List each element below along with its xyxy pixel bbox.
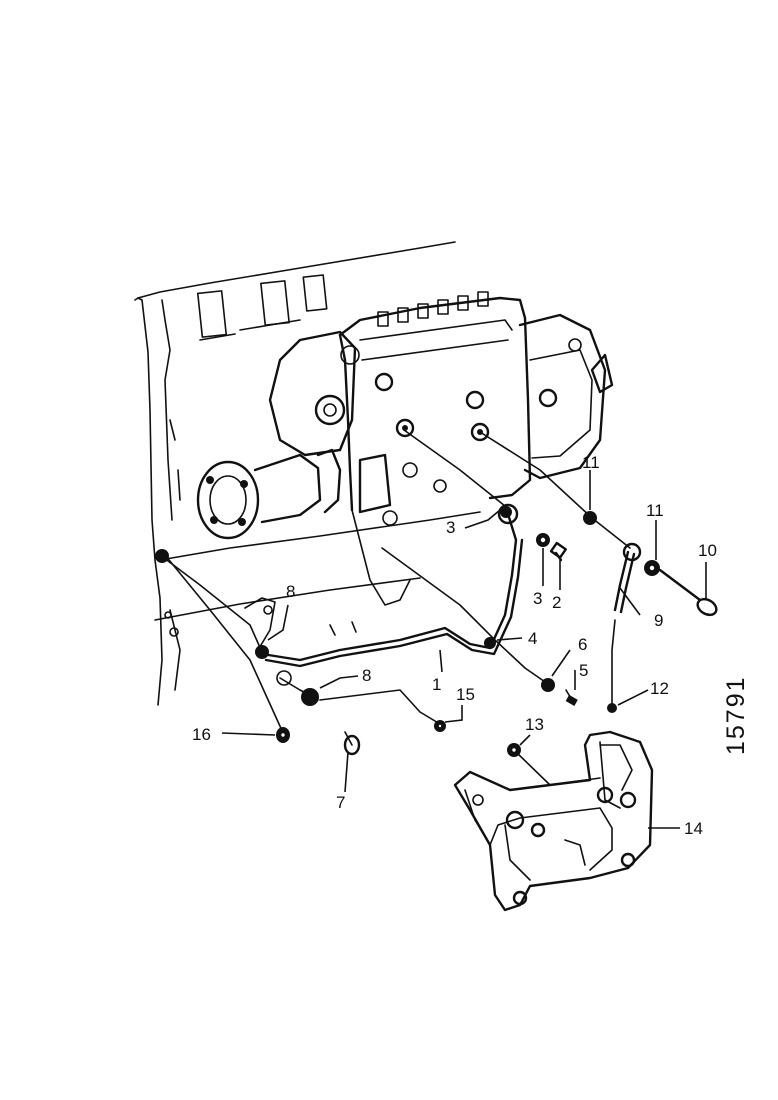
callout-11a: 11 (582, 453, 600, 472)
callout-11b: 11 (646, 501, 664, 520)
washer-3a (500, 506, 512, 518)
callout-labels: 1 2 3 3 4 5 6 7 8 8 9 10 11 11 12 13 14 … (192, 453, 717, 838)
callout-15: 15 (456, 685, 475, 704)
bolt-2 (549, 541, 567, 562)
callout-8b: 8 (362, 666, 371, 685)
callout-12: 12 (650, 679, 669, 698)
mounting-bracket-14 (453, 730, 654, 912)
callout-16: 16 (192, 725, 211, 744)
fasteners (155, 503, 718, 757)
leader-lines (221, 470, 707, 829)
injection-pump (196, 291, 614, 606)
bolt-15 (434, 720, 446, 732)
callout-13: 13 (525, 715, 544, 734)
nut-12 (607, 703, 617, 713)
fitting-8a (255, 645, 269, 659)
nut-6 (541, 678, 555, 692)
bolt-10 (658, 568, 718, 617)
reference-number: 15791 (722, 675, 750, 755)
pump-outlets (377, 291, 489, 327)
callout-6: 6 (578, 635, 587, 654)
callout-8a: 8 (286, 582, 295, 601)
callout-7: 7 (336, 793, 345, 812)
pipe-assembly (159, 429, 636, 786)
engine-block (134, 241, 481, 706)
bolt-7 (343, 731, 361, 756)
fitting-4 (484, 637, 496, 649)
fitting-8b (301, 688, 319, 706)
callout-10: 10 (698, 541, 717, 560)
callout-5: 5 (579, 661, 588, 680)
callout-1: 1 (432, 675, 441, 694)
callout-14: 14 (684, 819, 703, 838)
bolt-5 (565, 689, 578, 706)
washer-11a (583, 511, 597, 525)
callout-2: 2 (552, 593, 561, 612)
callout-3a: 3 (446, 518, 455, 537)
callout-3b: 3 (533, 589, 542, 608)
bolt-16 (276, 727, 290, 743)
callout-9: 9 (654, 611, 663, 630)
callout-4: 4 (528, 629, 537, 648)
